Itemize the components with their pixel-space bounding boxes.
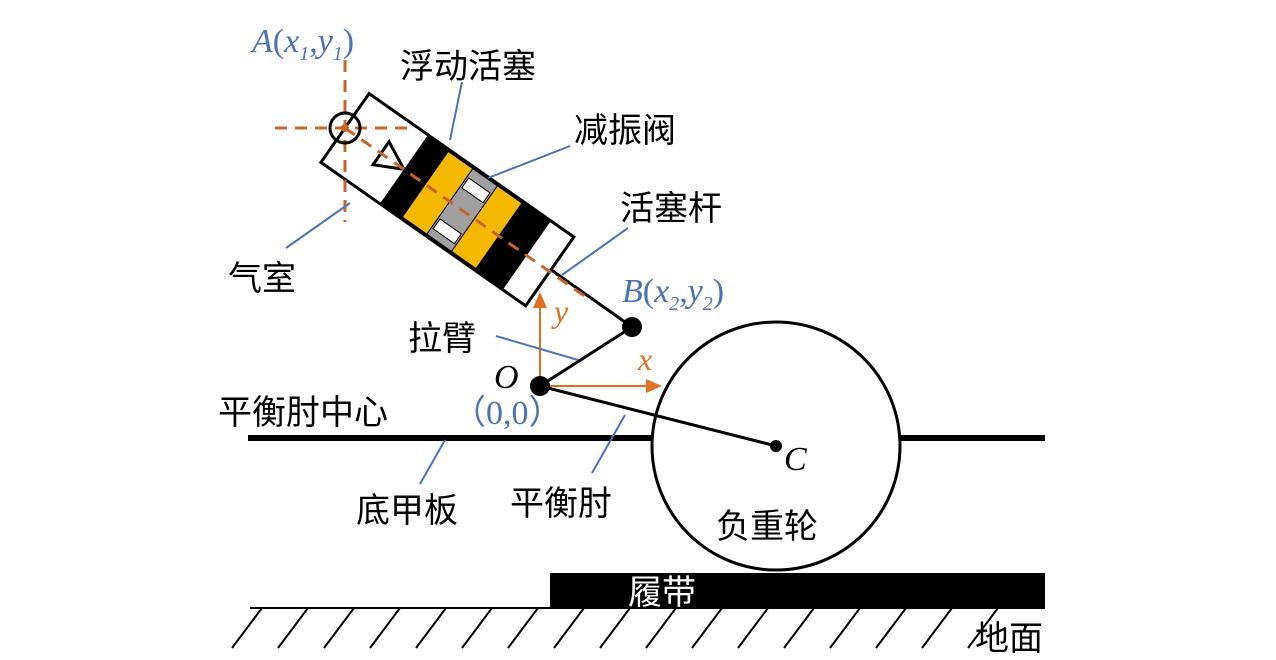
point-a-label: A(x1,y1) — [250, 23, 354, 65]
label-damping-valve: 减振阀 — [574, 111, 676, 151]
track-label: 履带 — [628, 573, 696, 613]
piston-rod — [539, 260, 633, 329]
ground-hatching — [231, 607, 1045, 649]
label-floating-piston: 浮动活塞 — [400, 47, 536, 87]
axis-y-label: y — [551, 293, 569, 329]
point-a-dot — [341, 124, 349, 132]
label-air-chamber: 气室 — [228, 259, 296, 299]
label-ground: 地面 — [975, 619, 1043, 659]
label-balance-elbow-center: 平衡肘中心 — [218, 393, 388, 433]
point-b-label: B(x2,y2) — [622, 273, 724, 315]
coordinate-axes — [533, 292, 662, 393]
point-o-dot — [530, 376, 550, 396]
label-balance-elbow: 平衡肘 — [510, 484, 612, 524]
pull-arm — [539, 325, 633, 388]
point-o-label: O — [494, 359, 519, 396]
axis-x-label: x — [637, 341, 652, 377]
balance-elbow-arm — [539, 384, 777, 448]
point-c-label: C — [784, 441, 807, 478]
point-c-dot — [770, 440, 782, 452]
track-belt — [550, 573, 1045, 608]
label-bottom-armor-plate: 底甲板 — [356, 491, 458, 531]
label-pull-arm: 拉臂 — [408, 319, 476, 359]
label-road-wheel: 负重轮 — [716, 507, 818, 547]
leader-lines — [285, 81, 629, 485]
label-piston-rod: 活塞杆 — [620, 189, 722, 229]
point-o-coords: （0,0） — [452, 394, 563, 432]
point-b-dot — [622, 317, 642, 337]
point-a-circle — [328, 111, 362, 145]
